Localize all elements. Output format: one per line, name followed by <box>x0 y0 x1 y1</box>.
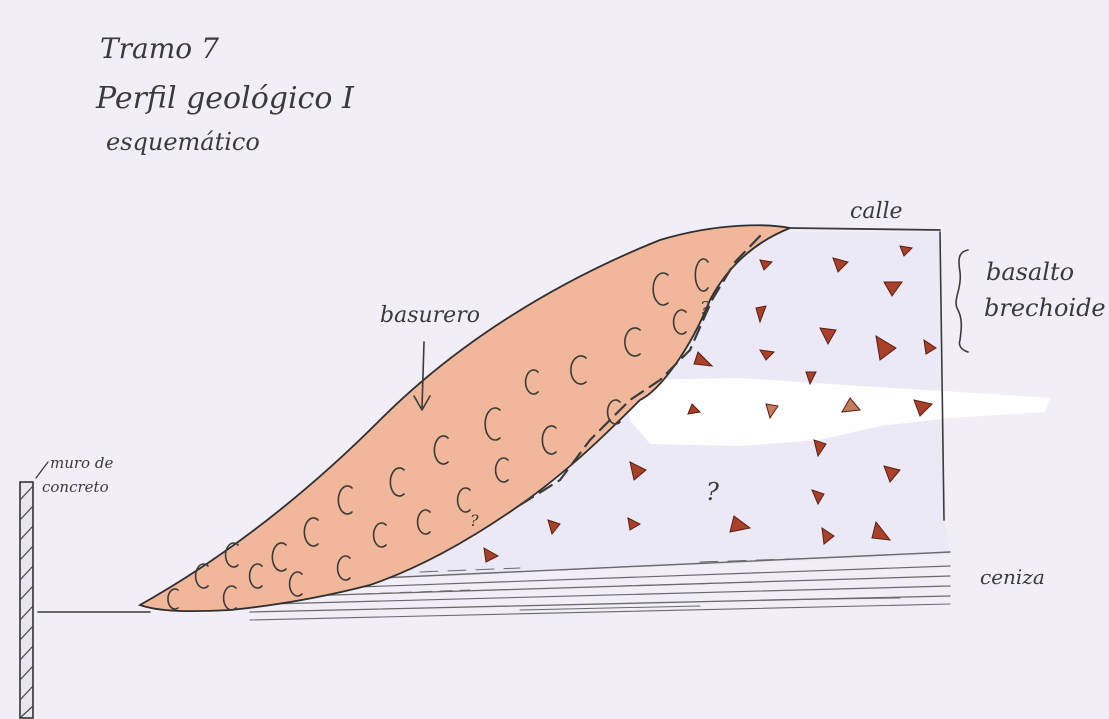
ash-label: ceniza <box>980 565 1045 589</box>
wall-label-1: muro de <box>50 454 113 472</box>
uncertain-mark-2: ? <box>706 478 719 506</box>
concrete-wall <box>20 462 48 718</box>
title-tramo: Tramo 7 <box>100 32 219 65</box>
basurero-label: basurero <box>380 303 480 328</box>
breccia-label-2: brechoide <box>984 294 1106 322</box>
wall-label-2: concreto <box>42 478 109 496</box>
title-perfil: Perfil geológico I <box>95 81 355 116</box>
uncertain-mark-3: ? <box>470 511 479 530</box>
street-surface <box>790 228 940 230</box>
breccia-label-1: basalto <box>986 258 1074 286</box>
street-label: calle <box>850 199 903 224</box>
uncertain-mark-1: ? <box>700 298 710 319</box>
title-esquematico: esquemático <box>106 128 260 156</box>
breccia-bracket <box>956 250 968 352</box>
title-block: Tramo 7 Perfil geológico I esquemático <box>95 32 355 156</box>
